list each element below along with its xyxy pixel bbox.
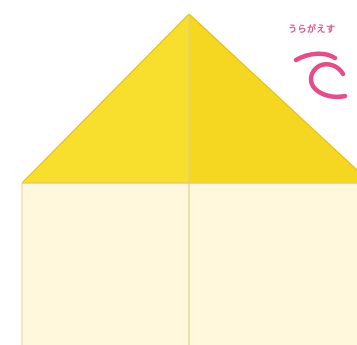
flip-over-label: うらがえす	[288, 22, 357, 35]
flip-over-arrow-icon	[296, 54, 345, 97]
